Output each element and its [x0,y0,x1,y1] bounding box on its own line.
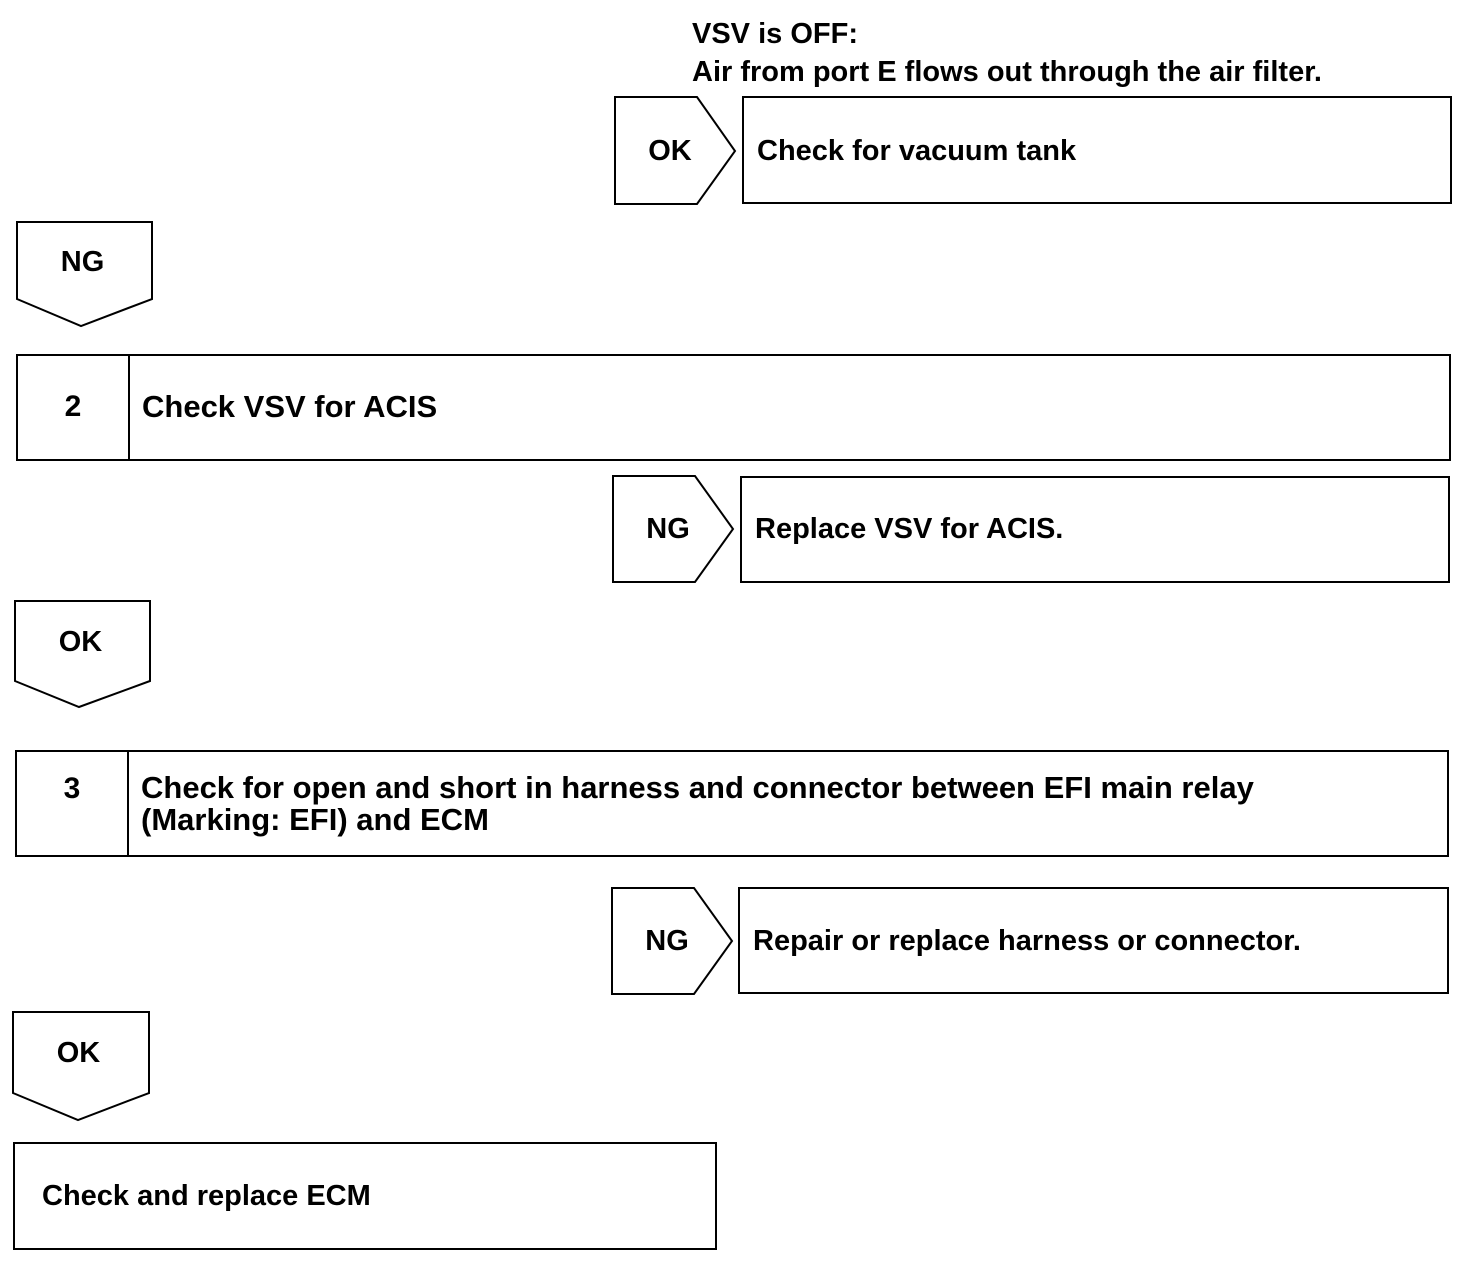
result-box-replace-vsv [740,476,1450,583]
note-line-2: Air from port E flows out through the ai… [692,56,1322,88]
ok-tag-2: OK [58,626,103,658]
ng-tag-1: NG [60,246,105,278]
ok-tag-3: OK [56,1037,101,1069]
result-text-replace-vsv: Replace VSV for ACIS. [755,513,1064,545]
step-2-number: 2 [64,390,82,423]
step-2-text: Check VSV for ACIS [142,389,438,424]
ng-tag-3: NG [645,925,689,957]
step-3-box [15,750,1449,857]
step-3-divider [127,750,129,857]
step-2-box [16,354,1451,461]
result-box-vacuum-tank [742,96,1452,204]
step-3-text-line-2: (Marking: EFI) and ECM [141,802,489,837]
result-text-vacuum-tank: Check for vacuum tank [757,135,1077,167]
result-text-repair-harness: Repair or replace harness or connector. [753,925,1301,957]
step-3-number: 3 [63,772,81,805]
step-3-text-line-1: Check for open and short in harness and … [141,770,1254,805]
ng-tag-2: NG [646,513,690,545]
note-line-1: VSV is OFF: [692,18,858,50]
ok-tag-1: OK [648,135,692,167]
result-box-repair-harness [738,887,1449,994]
final-text-replace-ecm: Check and replace ECM [42,1180,371,1212]
step-2-divider [128,354,130,461]
final-box-replace-ecm [13,1142,717,1250]
